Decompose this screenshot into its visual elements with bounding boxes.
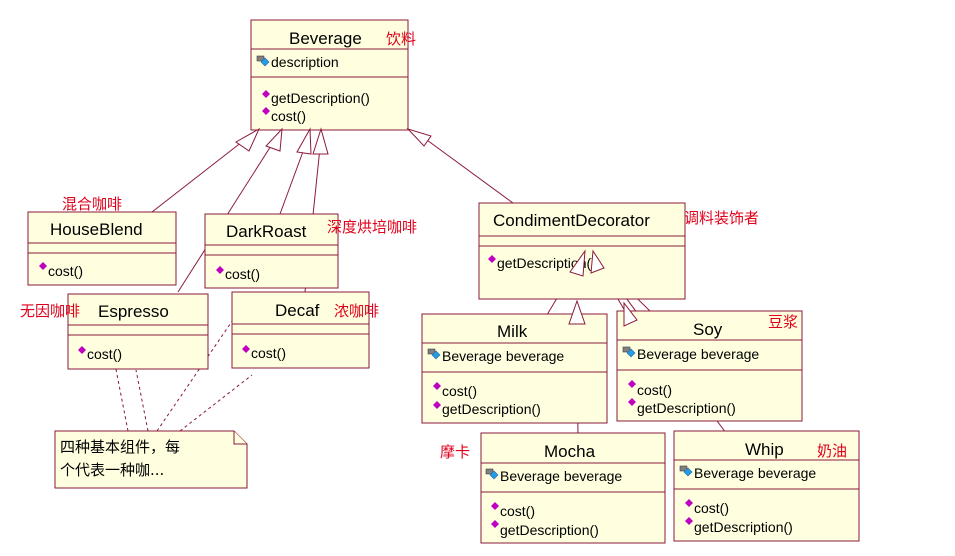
arrowhead-decaf [312, 127, 329, 155]
class-name: CondimentDecorator [493, 211, 650, 230]
espresso-cn-label: 无因咖啡 [20, 302, 80, 320]
operation: getDescription() [271, 90, 370, 106]
class-name: Milk [497, 322, 528, 341]
decaf-cn-label: 浓咖啡 [334, 302, 379, 320]
operation: cost() [87, 346, 122, 362]
class-name: Espresso [98, 302, 169, 321]
operation: cost() [637, 382, 672, 398]
class-name: DarkRoast [226, 222, 307, 241]
note-link-espresso [104, 312, 129, 432]
beverage-cn-label: 饮料 [386, 30, 416, 48]
attribute: description [271, 54, 339, 70]
attribute: Beverage beverage [500, 468, 622, 484]
class-houseblend[interactable]: HouseBlend cost() [27, 211, 177, 286]
class-name: Whip [745, 440, 784, 459]
operation: cost() [500, 503, 535, 519]
generalization-arrowheads [235, 127, 638, 327]
soy-cn-label: 豆浆 [768, 313, 798, 331]
operation: cost() [48, 263, 83, 279]
condiment-cn-label: 调料装饰者 [684, 209, 759, 227]
note[interactable]: 四种基本组件，每 个代表一种咖... [54, 430, 248, 489]
arrowhead-soy-whip [590, 249, 605, 274]
attribute: Beverage beverage [442, 348, 564, 364]
class-whip[interactable]: Whip Beverage beverage cost() getDescrip… [673, 430, 860, 542]
operation: getDescription() [442, 401, 541, 417]
class-name: Decaf [275, 301, 320, 320]
arrowhead-darkroast [296, 127, 312, 155]
note-link-darkroast [179, 374, 253, 432]
class-condimentdecorator[interactable]: CondimentDecorator getDescription() [478, 202, 686, 300]
operation: getDescription() [637, 400, 736, 416]
operation: getDescription() [500, 522, 599, 538]
arrowhead-soy [623, 301, 638, 327]
houseblend-inherits-line [151, 137, 248, 213]
houseblend-cn-label: 混合咖啡 [62, 195, 122, 213]
class-decaf[interactable]: Decaf cost() [231, 291, 370, 369]
class-espresso[interactable]: Espresso cost() [67, 293, 209, 370]
class-milk[interactable]: Milk Beverage beverage cost() getDescrip… [421, 313, 608, 424]
operation: cost() [442, 383, 477, 399]
operation: cost() [251, 345, 286, 361]
darkroast-cn-label: 深度烘培咖啡 [327, 218, 417, 236]
operation: cost() [694, 500, 729, 516]
note-line-1: 四种基本组件，每 [60, 438, 180, 456]
arrowhead-condiment [406, 127, 432, 147]
note-link-espresso-2 [135, 369, 149, 432]
arrowhead-espresso [265, 127, 283, 152]
attribute: Beverage beverage [694, 465, 816, 481]
class-darkroast[interactable]: DarkRoast cost() [204, 213, 339, 289]
whip-cn-label: 奶油 [817, 442, 847, 460]
operation: cost() [271, 108, 306, 124]
class-name: Mocha [544, 442, 596, 461]
attribute: Beverage beverage [637, 346, 759, 362]
operation: getDescription() [497, 255, 596, 271]
note-line-2: 个代表一种咖... [60, 461, 164, 479]
operation: cost() [225, 266, 260, 282]
class-name: Soy [693, 320, 723, 339]
condiment-inherits-line [415, 131, 514, 204]
mocha-cn-label: 摩卡 [440, 443, 470, 461]
class-soy[interactable]: Soy Beverage beverage cost() getDescript… [616, 310, 803, 422]
class-name: Beverage [289, 29, 362, 48]
class-beverage[interactable]: Beverage description getDescription() co… [250, 19, 409, 131]
arrowhead-milk [569, 249, 586, 277]
operation: getDescription() [694, 519, 793, 535]
arrowhead-houseblend [235, 127, 261, 152]
class-mocha[interactable]: Mocha Beverage beverage cost() getDescri… [480, 432, 666, 544]
class-name: HouseBlend [50, 220, 143, 239]
arrowhead-mocha [568, 299, 586, 325]
